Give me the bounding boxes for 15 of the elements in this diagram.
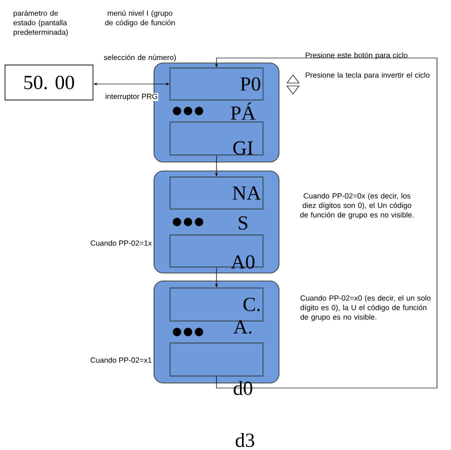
display-window [170, 234, 264, 268]
display-character: d3 [236, 432, 254, 448]
value-display: 50. 00 [4, 64, 94, 100]
display-character: d0 [234, 380, 252, 396]
display-panel [154, 170, 280, 274]
display-window: NA [170, 176, 264, 210]
display-character: A. [233, 320, 252, 334]
display-window: P0 [170, 68, 264, 100]
display-window [170, 122, 264, 156]
display-character: A0 [230, 255, 254, 269]
display-character: PÁ [230, 102, 256, 120]
display-character: GI [233, 141, 253, 155]
display-character: S [238, 216, 248, 230]
display-window: C. [170, 288, 264, 322]
display-window [170, 342, 264, 376]
